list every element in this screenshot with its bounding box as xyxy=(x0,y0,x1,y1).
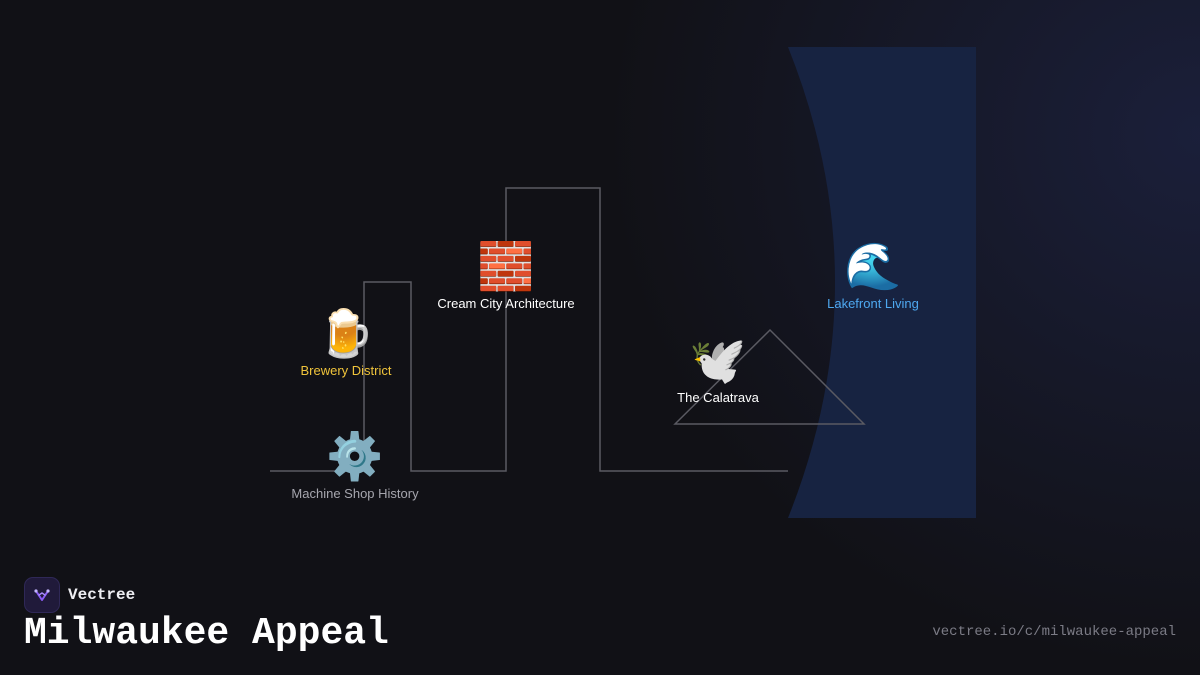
skyline-path xyxy=(270,187,788,472)
page-title: Milwaukee Appeal xyxy=(24,612,389,655)
beer-mug-icon: 🍺 xyxy=(317,306,375,360)
page-url[interactable]: vectree.io/c/milwaukee-appeal xyxy=(932,624,1176,640)
calatrava-triangle xyxy=(673,328,866,425)
node-label: Cream City Architecture xyxy=(437,296,575,311)
node-label: Brewery District xyxy=(300,363,392,378)
node-lakefront-living[interactable]: 🌊 Lakefront Living xyxy=(827,238,919,311)
node-cream-city-architecture[interactable]: 🧱 Cream City Architecture xyxy=(437,238,574,311)
node-brewery-district[interactable]: 🍺 Brewery District xyxy=(300,305,391,378)
brand-name: Vectree xyxy=(68,586,136,604)
wave-icon: 🌊 xyxy=(844,239,902,293)
node-label: The Calatrava xyxy=(677,390,759,405)
dove-icon: 🕊️ xyxy=(689,333,747,387)
node-label: Lakefront Living xyxy=(827,296,919,311)
node-label: Machine Shop History xyxy=(291,486,419,501)
gear-icon: ⚙️ xyxy=(326,429,384,483)
node-machine-shop-history[interactable]: ⚙️ Machine Shop History xyxy=(291,428,418,501)
node-the-calatrava[interactable]: 🕊️ The Calatrava xyxy=(677,332,759,405)
brick-icon: 🧱 xyxy=(477,239,535,293)
brand[interactable]: Vectree xyxy=(24,577,135,613)
vectree-logo-icon xyxy=(24,577,60,613)
